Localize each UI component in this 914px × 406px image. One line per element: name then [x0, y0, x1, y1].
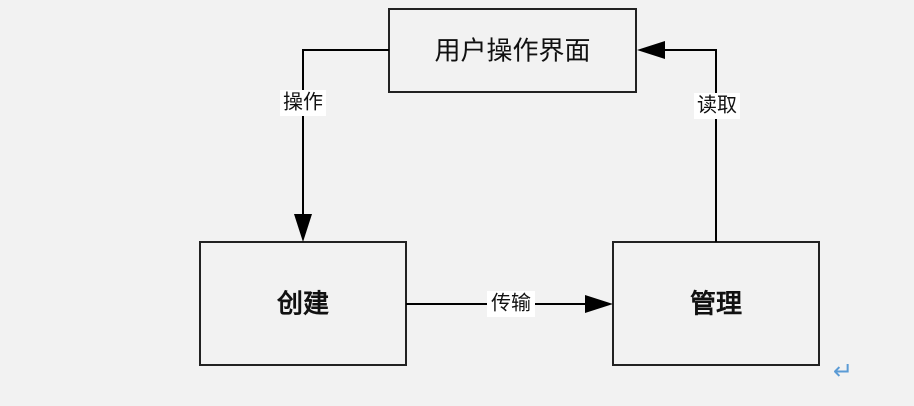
edge-read-arrowhead: [637, 41, 665, 59]
node-create-box: [199, 241, 407, 366]
node-create-label: 创建: [276, 290, 329, 320]
edge-read-label: 读取: [697, 93, 737, 117]
edge-read: 读取: [637, 41, 740, 242]
edge-operate: 操作: [280, 49, 389, 242]
return-mark-icon: ↵: [833, 357, 853, 385]
node-create[interactable]: 创建: [199, 241, 407, 366]
edge-operate-arrowhead: [294, 214, 312, 242]
node-ui[interactable]: 用户操作界面: [388, 8, 637, 93]
node-ui-label: 用户操作界面: [434, 37, 590, 67]
edge-operate-label: 操作: [283, 90, 323, 114]
edge-operate-line: [302, 49, 389, 214]
node-manage-label: 管理: [690, 290, 742, 320]
edge-operate-label-bg: [280, 90, 326, 116]
edge-transfer-label-bg: [487, 291, 535, 317]
edge-transfer-arrowhead: [585, 295, 613, 313]
node-manage[interactable]: 管理: [612, 241, 820, 366]
edge-transfer-label: 传输: [491, 291, 531, 315]
edge-transfer: 传输: [406, 291, 613, 317]
edge-read-label-bg: [694, 93, 740, 119]
edge-read-line: [665, 49, 717, 242]
node-ui-box: [388, 8, 637, 93]
